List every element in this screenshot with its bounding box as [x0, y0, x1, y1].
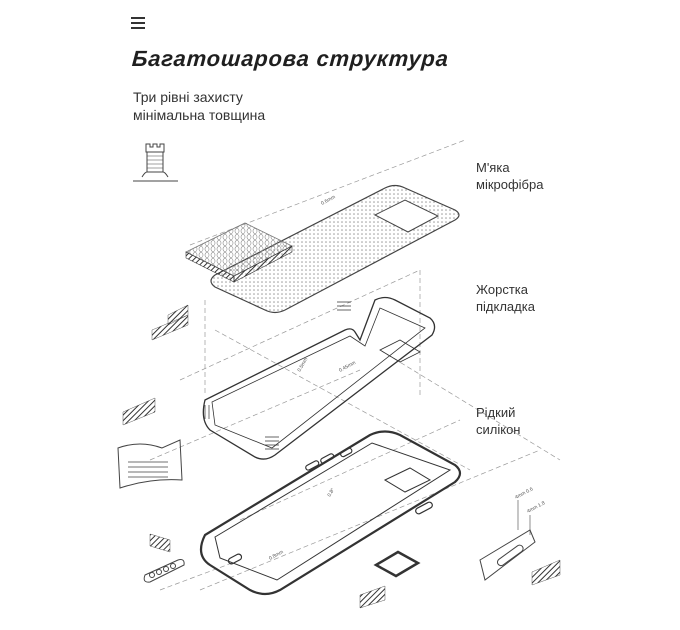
- tower-icon: [133, 143, 178, 182]
- svg-text:0.5mm: 0.5mm: [297, 357, 310, 373]
- layer-label-line: силікон: [476, 422, 521, 437]
- menu-bar: [131, 17, 145, 19]
- camera-ring: [373, 550, 421, 578]
- svg-text:0.6mm: 0.6mm: [320, 194, 336, 206]
- microfiber-layer: 0.6mm: [185, 184, 460, 314]
- hamburger-menu-icon[interactable]: [131, 17, 145, 31]
- svg-text:0.45mm: 0.45mm: [338, 360, 357, 374]
- side-button-part: 4mm 0.6 4mm 1.8: [479, 486, 546, 581]
- subtitle-line-2: мінімальна товщина: [133, 107, 266, 123]
- svg-text:0.8°: 0.8°: [327, 487, 337, 498]
- subtitle: Три рівні захисту мінімальна товщина: [133, 88, 265, 124]
- layer-label-line: М'яка: [476, 160, 510, 175]
- layer-label-silicone: Рідкий силікон: [476, 404, 520, 438]
- layer-label-microfiber: М'яка мікрофібра: [476, 159, 543, 193]
- subtitle-line-1: Три рівні захисту: [133, 89, 243, 105]
- layer-label-line: Жорстка: [476, 282, 528, 297]
- menu-bar: [131, 27, 145, 29]
- port-cover-part: [143, 559, 185, 583]
- svg-text:4mm 0.6: 4mm 0.6: [514, 486, 534, 501]
- layer-label-line: мікрофібра: [476, 177, 544, 192]
- hatched-labels: [122, 304, 561, 609]
- svg-text:0.8mm: 0.8mm: [268, 549, 284, 561]
- svg-text:4mm 1.8: 4mm 1.8: [526, 500, 546, 515]
- corner-detail-part: [117, 439, 183, 489]
- layer-label-hard-shell: Жорстка підкладка: [476, 281, 535, 315]
- silicone-layer: 0.8mm 0.8°: [199, 430, 462, 596]
- hard-shell-layer: 0.5mm 0.45mm: [202, 296, 436, 460]
- layer-label-line: Рідкий: [476, 405, 516, 420]
- menu-bar: [131, 22, 145, 24]
- layer-label-line: підкладка: [476, 299, 535, 314]
